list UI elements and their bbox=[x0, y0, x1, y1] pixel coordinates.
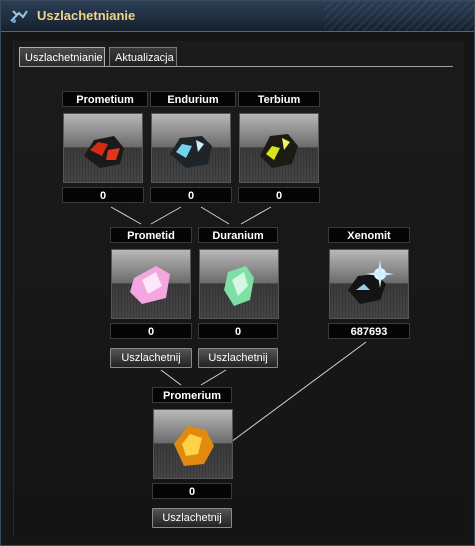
red-ore-icon bbox=[84, 136, 124, 168]
prometid-slot bbox=[111, 249, 191, 319]
promerium-label: Promerium bbox=[152, 387, 232, 403]
duranium-count: 0 bbox=[198, 323, 278, 339]
blue-ore-icon bbox=[170, 136, 212, 168]
refinery-icon bbox=[10, 10, 28, 23]
promerium-count: 0 bbox=[152, 483, 232, 499]
window-title: Uszlachetnianie bbox=[37, 8, 136, 23]
pink-crystal-icon bbox=[130, 266, 170, 304]
terbium-label: Terbium bbox=[238, 91, 320, 107]
endurium-count: 0 bbox=[150, 187, 232, 203]
green-crystal-icon bbox=[224, 266, 254, 306]
yellow-ore-icon bbox=[260, 134, 298, 168]
tab-underline bbox=[19, 66, 453, 67]
tab-aktualizacja[interactable]: Aktualizacja bbox=[109, 47, 177, 67]
duranium-slot bbox=[199, 249, 279, 319]
prometium-count: 0 bbox=[62, 187, 144, 203]
xenomit-ore-icon bbox=[348, 260, 394, 304]
tab-uszlachetnianie[interactable]: Uszlachetnianie bbox=[19, 47, 105, 67]
prometium-label: Prometium bbox=[62, 91, 148, 107]
terbium-count: 0 bbox=[238, 187, 320, 203]
orange-crystal-icon bbox=[174, 426, 214, 466]
promerium-slot bbox=[153, 409, 233, 479]
title-bar[interactable]: Uszlachetnianie bbox=[1, 1, 474, 32]
prometid-label: Prometid bbox=[110, 227, 192, 243]
duranium-label: Duranium bbox=[198, 227, 278, 243]
prometid-refine-button[interactable]: Uszlachetnij bbox=[110, 348, 192, 368]
prometid-count: 0 bbox=[110, 323, 192, 339]
duranium-refine-button[interactable]: Uszlachetnij bbox=[198, 348, 278, 368]
xenomit-label: Xenomit bbox=[328, 227, 410, 243]
endurium-slot bbox=[151, 113, 231, 183]
endurium-label: Endurium bbox=[150, 91, 236, 107]
xenomit-slot bbox=[329, 249, 409, 319]
xenomit-count: 687693 bbox=[328, 323, 410, 339]
prometium-slot bbox=[63, 113, 143, 183]
terbium-slot bbox=[239, 113, 319, 183]
promerium-refine-button[interactable]: Uszlachetnij bbox=[152, 508, 232, 528]
